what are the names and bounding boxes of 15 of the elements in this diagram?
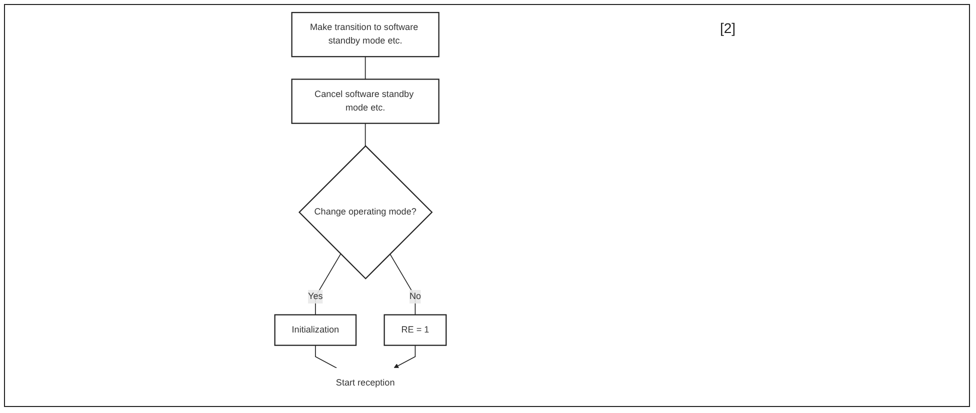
arrow: [393, 344, 416, 368]
connector: [389, 254, 416, 316]
node-box: Cancel software standby mode etc.: [290, 78, 439, 124]
connector: [314, 254, 341, 316]
node-box: RE = 1: [383, 314, 446, 346]
node-diamond: Change operating mode?: [298, 145, 432, 280]
connector: [364, 122, 366, 146]
node-box: Make transition to software standby mode etc.: [290, 12, 439, 58]
edge-label: No: [408, 292, 421, 302]
note-label: [2]: [720, 20, 736, 36]
connector: [364, 56, 366, 80]
edge-label: Yes: [308, 292, 322, 302]
connector: [314, 344, 337, 368]
node-text: Start reception: [335, 378, 394, 388]
node-box: Initialization: [274, 314, 356, 346]
